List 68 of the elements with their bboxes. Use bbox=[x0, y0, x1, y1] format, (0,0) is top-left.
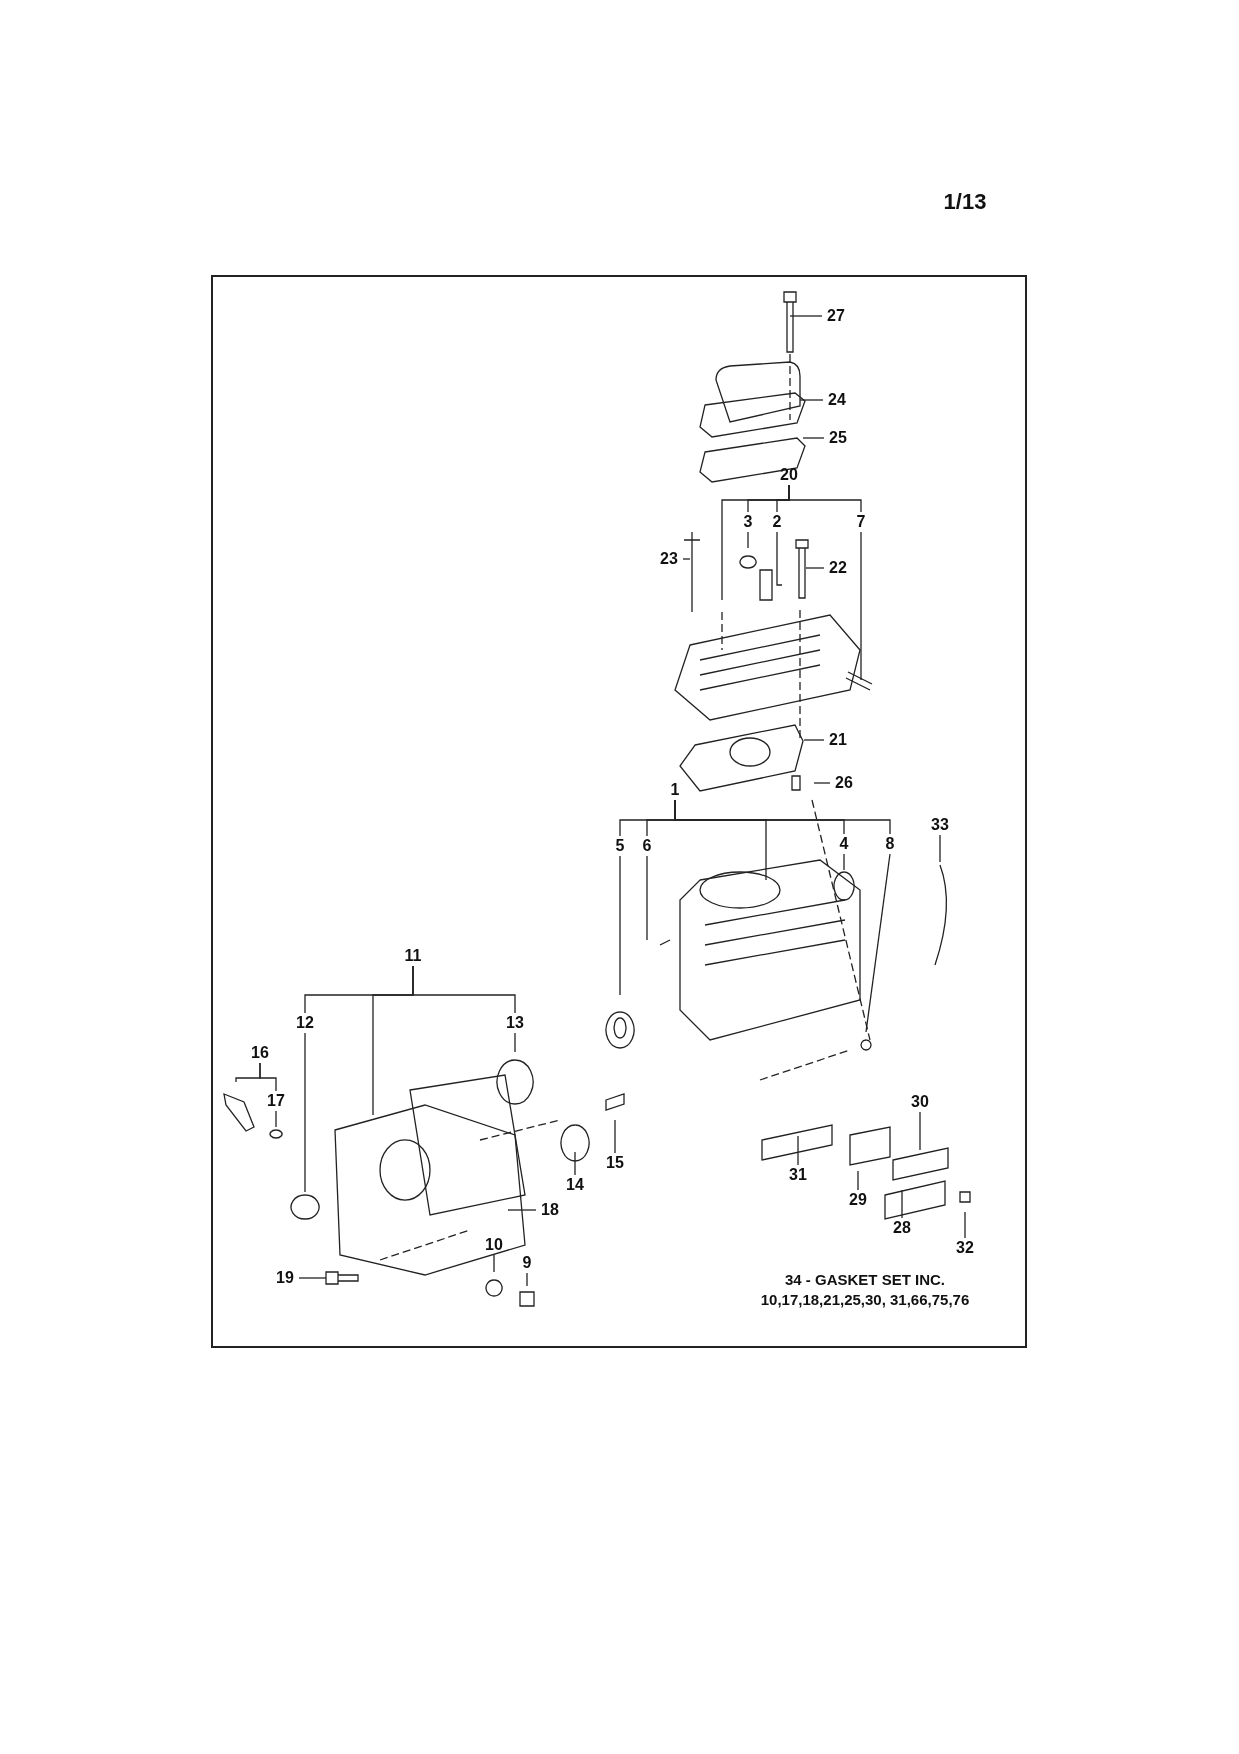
callout-number: 20 bbox=[775, 465, 803, 485]
leader-line bbox=[865, 853, 891, 1033]
callout-number: 11 bbox=[399, 946, 427, 966]
leader-line bbox=[901, 1189, 903, 1219]
callout-number: 17 bbox=[262, 1091, 290, 1111]
leader-line bbox=[646, 855, 648, 941]
callout-number: 15 bbox=[601, 1153, 629, 1173]
callout-number: 25 bbox=[824, 428, 852, 448]
callout-number: 14 bbox=[561, 1175, 589, 1195]
callout-number: 13 bbox=[501, 1013, 529, 1033]
gasket-set-note: 34 - GASKET SET INC. 10,17,18,21,25,30, 31,66,75,76 bbox=[759, 1270, 971, 1309]
callout-number: 30 bbox=[906, 1092, 934, 1112]
leader-line bbox=[721, 484, 790, 601]
leader-line bbox=[507, 1209, 537, 1211]
leader-line bbox=[860, 531, 862, 681]
leader-line bbox=[514, 1032, 516, 1053]
callout-number: 21 bbox=[824, 730, 852, 750]
leader-line bbox=[574, 1151, 576, 1176]
leader-line bbox=[799, 399, 824, 401]
callout-number: 4 bbox=[830, 834, 858, 854]
leader-line bbox=[304, 1032, 306, 1193]
page-number: 1/13 bbox=[942, 188, 988, 216]
callout-number: 3 bbox=[734, 512, 762, 532]
callout-number: 29 bbox=[844, 1190, 872, 1210]
callout-number: 7 bbox=[847, 512, 875, 532]
callout-number: 9 bbox=[513, 1253, 541, 1273]
callout-number: 10 bbox=[480, 1235, 508, 1255]
callout-number: 2 bbox=[763, 512, 791, 532]
leader-line bbox=[805, 567, 825, 569]
callout-number: 28 bbox=[888, 1218, 916, 1238]
leader-line bbox=[843, 853, 845, 871]
leader-line bbox=[919, 1111, 921, 1151]
callout-number: 1 bbox=[661, 780, 689, 800]
callout-number: 5 bbox=[606, 836, 634, 856]
leader-line bbox=[813, 782, 831, 784]
callout-number: 33 bbox=[926, 815, 954, 835]
callout-number: 12 bbox=[291, 1013, 319, 1033]
leader-line bbox=[857, 1170, 859, 1191]
leader-line bbox=[682, 558, 691, 560]
callout-number: 19 bbox=[271, 1268, 299, 1288]
callout-number: 18 bbox=[536, 1200, 564, 1220]
callout-number: 31 bbox=[784, 1165, 812, 1185]
callout-number: 8 bbox=[876, 834, 904, 854]
callout-number: 22 bbox=[824, 558, 852, 578]
leader-line bbox=[747, 531, 749, 549]
leader-line bbox=[619, 855, 621, 996]
callout-number: 27 bbox=[822, 306, 850, 326]
callout-number: 23 bbox=[655, 549, 683, 569]
leader-line bbox=[372, 965, 414, 1116]
leader-line bbox=[802, 437, 825, 439]
leader-line bbox=[614, 1119, 616, 1154]
leader-line bbox=[939, 834, 941, 863]
leader-line bbox=[235, 1062, 261, 1083]
callout-number: 32 bbox=[951, 1238, 979, 1258]
leader-line bbox=[493, 1254, 495, 1273]
leader-line bbox=[674, 799, 767, 881]
leader-line bbox=[298, 1277, 327, 1279]
leader-line bbox=[803, 739, 825, 741]
callout-number: 16 bbox=[246, 1043, 274, 1063]
leader-line bbox=[797, 1135, 799, 1166]
leader-line bbox=[776, 531, 783, 586]
callout-number: 6 bbox=[633, 836, 661, 856]
callout-number: 26 bbox=[830, 773, 858, 793]
leader-line bbox=[964, 1211, 966, 1239]
leader-line bbox=[526, 1272, 528, 1287]
callout-number: 24 bbox=[823, 390, 851, 410]
leader-line bbox=[789, 315, 823, 317]
leader-line bbox=[275, 1110, 277, 1128]
